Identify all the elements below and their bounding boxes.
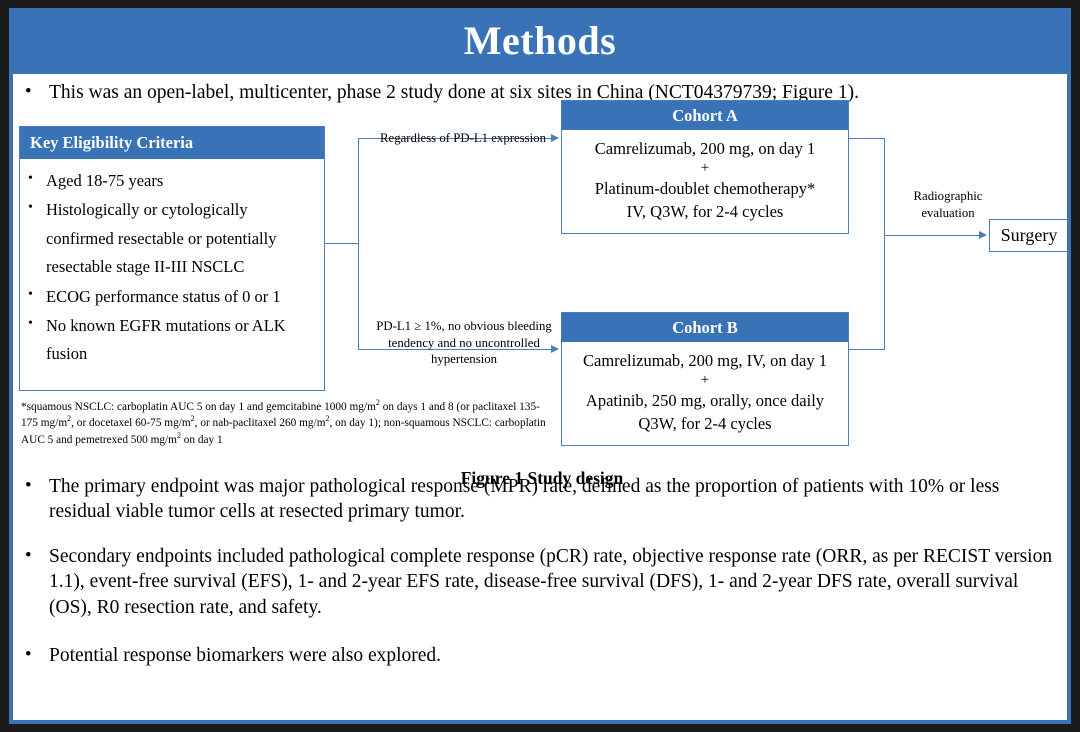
surgery-label: Surgery	[1000, 225, 1058, 245]
bullet-marker-icon: •	[25, 545, 32, 566]
connector-stub-eligibility	[325, 243, 359, 245]
list-item-label: Histologically or cytologically confirme…	[46, 200, 277, 277]
slide-title-band: Methods	[13, 8, 1067, 74]
slide-content-frame: Methods • This was an open-label, multic…	[9, 8, 1071, 724]
bullet-marker-icon: •	[28, 171, 33, 186]
cohort-a-box: Cohort A Camrelizumab, 200 mg, on day 1 …	[561, 100, 849, 234]
bullet-primary-endpoint: • The primary endpoint was major patholo…	[25, 474, 1057, 525]
connector-arrow-to-surgery	[884, 235, 981, 237]
bullet-text: The primary endpoint was major pathologi…	[49, 476, 1000, 523]
figure-caption: Figure 1 Study design	[460, 468, 624, 488]
list-item: • No known EGFR mutations or ALK fusion	[28, 312, 318, 369]
footnote-sup-5: 2	[176, 430, 181, 440]
connector-stub-cohort-a	[849, 138, 885, 140]
cohort-b-line-3: Q3W, for 2-4 cycles	[638, 414, 772, 434]
footnote-seg-2: on days 1 and 8 (or paclitaxel 135-175 m…	[21, 400, 540, 430]
arrow-head-icon	[551, 134, 559, 142]
cohort-a-line-1: Camrelizumab, 200 mg, on day 1	[594, 139, 816, 158]
cohort-b-body: Camrelizumab, 200 mg, IV, on day 1 + Apa…	[562, 342, 848, 445]
cohort-b-header: Cohort B	[562, 313, 848, 342]
surgery-box: Surgery	[989, 219, 1067, 252]
arrow-head-icon	[551, 345, 559, 353]
bullet-marker-icon: •	[28, 286, 33, 302]
slide-body: • This was an open-label, multicenter, p…	[13, 74, 1067, 720]
eligibility-box-header: Key Eligibility Criteria	[20, 127, 324, 159]
connector-vertical-right	[884, 138, 886, 350]
lead-bullet: • This was an open-label, multicenter, p…	[25, 80, 1055, 105]
bullet-biomarkers: • Potential response biomarkers were als…	[25, 643, 1057, 668]
connector-arrow-to-cohort-b	[358, 349, 553, 351]
cohort-b-plus: +	[700, 372, 710, 389]
cohort-a-line-2: Platinum-doublet chemotherapy*	[594, 178, 816, 198]
bullet-marker-icon: •	[28, 200, 33, 216]
list-item-label: No known EGFR mutations or ALK fusion	[46, 315, 286, 364]
cohort-b-line-2: Apatinib, 250 mg, orally, once daily	[585, 390, 825, 410]
bullet-marker-icon: •	[25, 81, 32, 102]
eligibility-criteria-list: • Aged 18-75 years • Histologically or c…	[20, 159, 324, 369]
footnote-sup-2: 2	[67, 414, 72, 424]
footnote-seg-3: , or docetaxel 60-75 mg/m	[71, 417, 191, 430]
bullet-marker-icon: •	[25, 475, 32, 496]
bullet-marker-icon: •	[28, 315, 33, 331]
chemotherapy-footnote: *squamous NSCLC: carboplatin AUC 5 on da…	[21, 398, 553, 447]
bullet-text: Potential response biomarkers were also …	[49, 645, 442, 666]
arrow-head-icon	[979, 231, 987, 239]
footnote-sup-1: 2	[375, 398, 380, 407]
lead-bullet-text: This was an open-label, multicenter, pha…	[49, 82, 859, 103]
page-title: Methods	[463, 18, 617, 63]
list-item-label: Aged 18-75 years	[46, 171, 164, 190]
list-item: • Aged 18-75 years	[28, 167, 318, 195]
cohort-a-plus: +	[700, 160, 710, 177]
list-item-label: ECOG performance status of 0 or 1	[46, 286, 281, 306]
list-item: • Histologically or cytologically confir…	[28, 196, 318, 281]
bullet-marker-icon: •	[25, 644, 32, 665]
connector-stub-cohort-b	[849, 349, 885, 351]
cohort-a-header: Cohort A	[562, 101, 848, 130]
bullet-text: Secondary endpoints included pathologica…	[49, 546, 1053, 618]
connector-label-top: Regardless of PD-L1 expression	[380, 131, 546, 145]
footnote-seg-4: , or nab-paclitaxel 260 mg/m	[194, 417, 326, 430]
connector-label-radiographic: Radiographic evaluation	[913, 189, 983, 220]
eligibility-criteria-box: Key Eligibility Criteria • Aged 18-75 ye…	[19, 126, 325, 391]
connector-label-bottom: PD-L1 ≥ 1%, no obvious bleeding tendency…	[376, 319, 552, 367]
study-design-diagram: Key Eligibility Criteria • Aged 18-75 ye…	[13, 100, 1067, 488]
footnote-seg-6: on day 1	[180, 433, 223, 446]
cohort-a-body: Camrelizumab, 200 mg, on day 1 + Platinu…	[562, 130, 848, 233]
cohort-b-line-1: Camrelizumab, 200 mg, IV, on day 1	[583, 351, 827, 370]
footnote-sup-4: 2	[325, 414, 330, 424]
footnote-seg-1: *squamous NSCLC: carboplatin AUC 5 on da…	[21, 400, 376, 413]
list-item: • ECOG performance status of 0 or 1	[28, 283, 318, 311]
bullet-secondary-endpoints: • Secondary endpoints included pathologi…	[25, 544, 1057, 620]
cohort-b-box: Cohort B Camrelizumab, 200 mg, IV, on da…	[561, 312, 849, 446]
cohort-a-line-3: IV, Q3W, for 2-4 cycles	[626, 202, 784, 222]
connector-arrow-to-cohort-a	[358, 138, 553, 140]
connector-vertical-left	[358, 138, 360, 350]
footnote-sup-3: 2	[190, 414, 195, 424]
footnote-seg-5: , on day 1); non-squamous NSCLC: carbopl…	[21, 417, 546, 446]
